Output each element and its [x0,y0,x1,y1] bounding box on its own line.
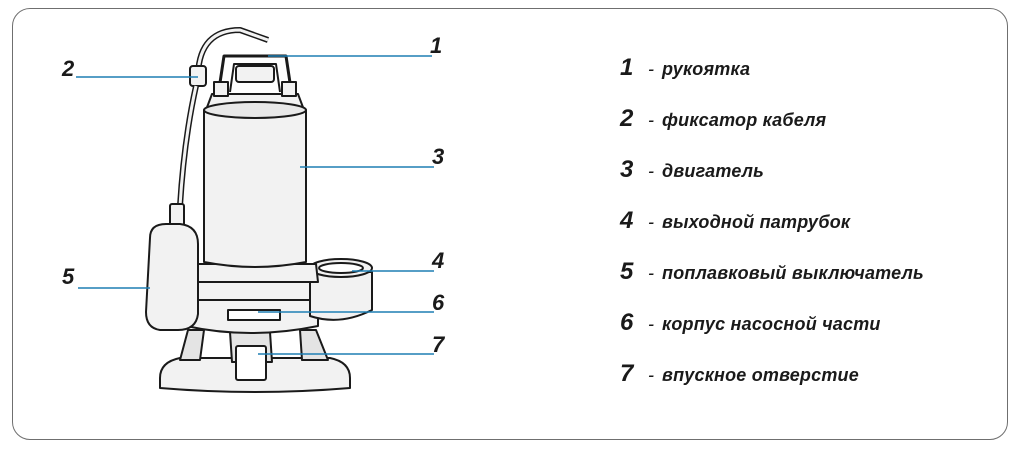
legend-number: 7 [620,360,634,387]
legend-text: двигатель [662,161,765,181]
legend-number: 1 [620,54,634,81]
callout-1: 1 [430,33,442,58]
legend-separator: - [648,110,654,130]
legend-separator: - [648,161,654,181]
callout-2: 2 [61,56,75,81]
legend-separator: - [648,314,654,334]
legend-text: корпус насосной части [662,314,881,334]
legend-item: 1 - рукоятка [620,54,1000,105]
legend-number: 4 [620,207,634,234]
frame-border [12,8,1008,440]
legend-number: 6 [620,309,634,336]
legend-separator: - [648,212,654,232]
legend-item: 4 - выходной патрубок [620,207,1000,258]
legend-text: поплавковый выключатель [662,263,924,283]
legend-text: фиксатор кабеля [662,110,827,130]
legend-number: 5 [620,258,634,285]
callout-3: 3 [432,144,444,169]
pump-diagram: 1 2 3 4 5 6 7 [61,27,446,393]
callout-numbers: 1 2 3 4 5 6 7 [61,33,446,357]
legend-item: 5 - поплавковый выключатель [620,258,1000,309]
pump-illustration [145,27,373,393]
legend-item: 6 - корпус насосной части [620,309,1000,360]
legend-item: 3 - двигатель [620,156,1000,207]
callout-6: 6 [432,290,445,315]
legend-text: выходной патрубок [662,212,851,232]
legend-separator: - [648,263,654,283]
legend-item: 2 - фиксатор кабеля [620,105,1000,156]
callout-7: 7 [432,332,446,357]
legend-text: рукоятка [662,59,751,79]
legend-separator: - [648,365,654,385]
legend-item: 7 - впускное отверстие [620,360,1000,411]
leader-lines [76,55,434,355]
legend-text: впускное отверстие [662,365,859,385]
callout-4: 4 [431,248,444,273]
legend-separator: - [648,59,654,79]
callout-5: 5 [62,264,75,289]
legend-number: 3 [620,156,634,183]
legend-number: 2 [620,105,634,132]
legend-list: 1 - рукоятка 2 - фиксатор кабеля 3 - дви… [620,54,1000,411]
